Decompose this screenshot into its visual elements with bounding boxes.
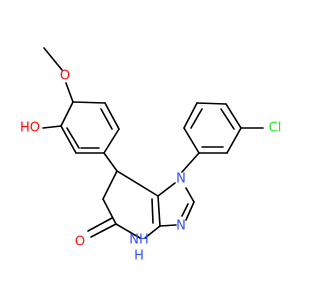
atom-nh4: NH — [129, 233, 149, 248]
bond-ring-b-inner-1 — [190, 108, 203, 129]
bond-ring-a-2 — [60, 125, 77, 154]
bond-ring-b-inner-2 — [220, 108, 235, 130]
atom-o5: O — [75, 235, 85, 250]
atom-ho-hydroxyl: HO — [20, 121, 40, 136]
bond-n1-c2 — [185, 187, 195, 203]
bond-ring-b-5 — [226, 127, 242, 154]
atom-o-methoxy: O — [60, 69, 70, 84]
bond-c5-o-2 — [87, 217, 113, 232]
bond-n1-aryl — [181, 152, 200, 173]
bond-methyl-o — [43, 47, 63, 71]
molecule-structure: O HO N N NH H O Cl — [20, 47, 281, 264]
bond-c5-o-1 — [90, 223, 117, 238]
bond-ring-b-3 — [196, 102, 227, 105]
bond-ring-a-inner-2 — [100, 108, 113, 130]
bond-ring-a-4 — [103, 128, 120, 154]
bond-ring-b-1 — [183, 127, 200, 154]
bond-c7-c6 — [102, 170, 118, 200]
bond-c3a-c7a-inner — [151, 198, 154, 224]
bond-ring-b-4 — [225, 103, 242, 129]
atom-n3: N — [176, 219, 186, 234]
bond-c5-n4 — [115, 223, 141, 239]
bond-n4-c3a — [144, 225, 161, 239]
bond-o-aryl — [65, 82, 74, 103]
atom-n1: N — [176, 172, 186, 187]
molecule-canvas: O HO N N NH H O Cl — [20, 47, 281, 264]
bond-c7a-c7 — [116, 170, 159, 197]
bond-ring-a-5 — [104, 102, 120, 130]
bond-c2-n3-2 — [181, 203, 189, 217]
bond-ring-a-inner-1 — [66, 127, 80, 149]
bond-c2-n3-1 — [185, 201, 195, 221]
bond-ring-a-1 — [60, 101, 74, 127]
atom-h4: H — [134, 249, 144, 264]
atom-cl: Cl — [269, 121, 282, 136]
bond-ho-aryl — [42, 125, 62, 129]
bond-aryl-c7 — [103, 152, 118, 172]
bond-c6-c5 — [102, 198, 117, 225]
bond-ring-a-6 — [72, 101, 106, 104]
bond-n3-c3a — [159, 224, 177, 227]
bond-c7a-n1 — [157, 182, 176, 197]
atom-labels: O HO N N NH H O Cl — [20, 69, 281, 264]
bonds — [42, 47, 264, 239]
bond-c3a-c7a — [157, 195, 161, 227]
bond-ring-b-2 — [183, 102, 198, 129]
